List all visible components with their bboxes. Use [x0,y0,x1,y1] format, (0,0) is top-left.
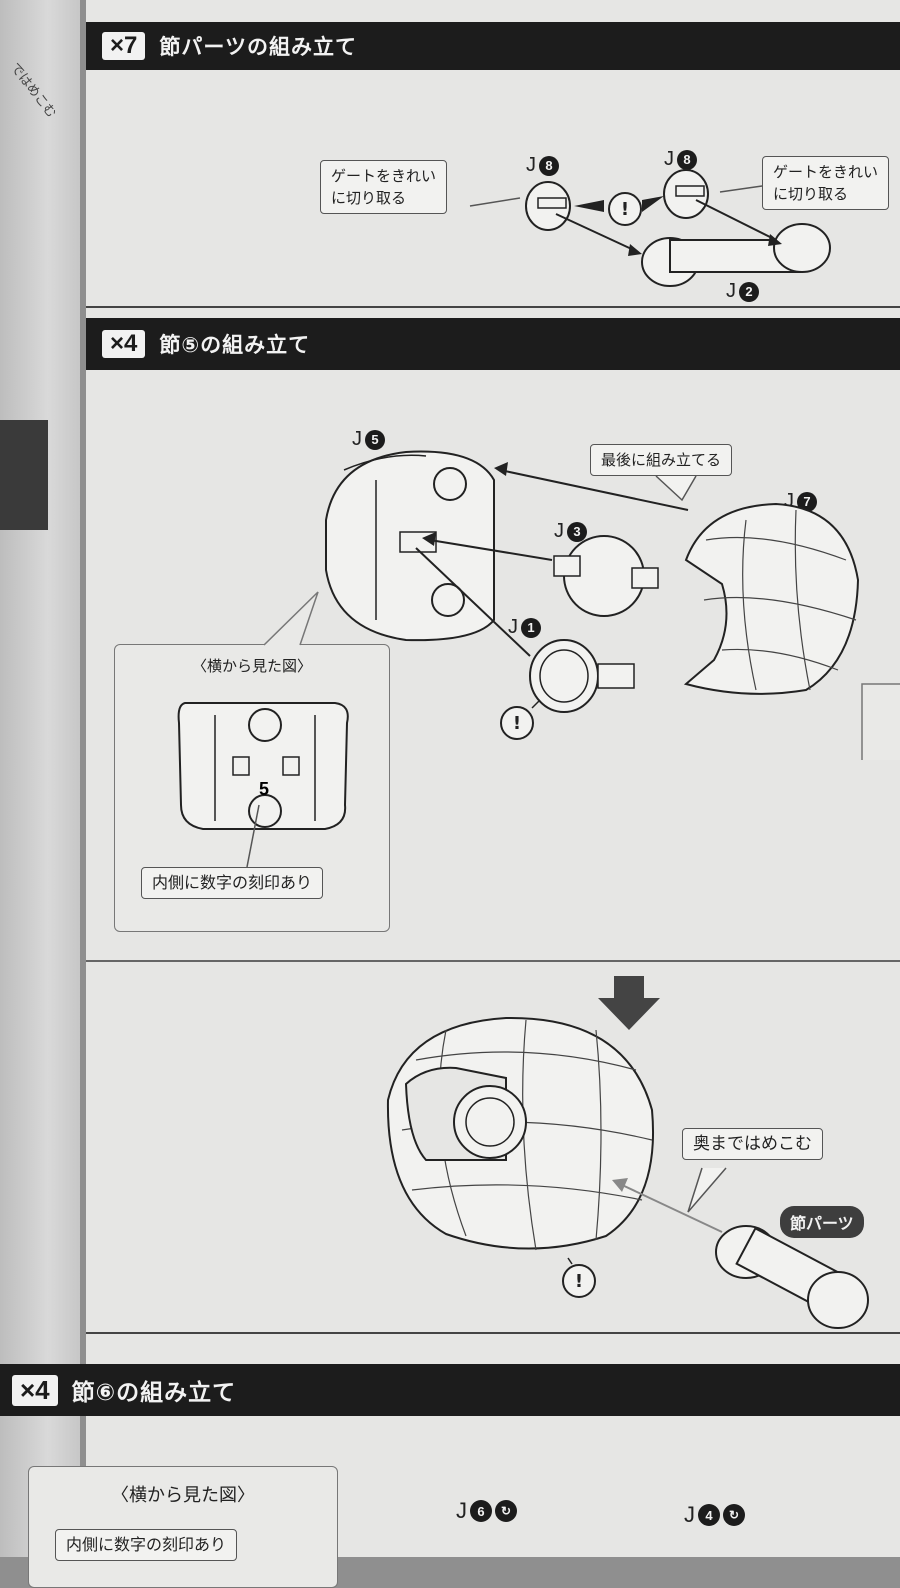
callout-number-stamp: 内側に数字の刻印あり [55,1529,238,1561]
quantity-badge: ×4 [102,330,146,358]
section-title: 節パーツの組み立て [159,35,357,59]
warning-icon: ! [608,192,642,226]
left-page-fragment: ではめこむ [7,60,59,121]
section-header-joint5: ×4 節⑤の組み立て [86,318,900,370]
joint-part-badge: 節パーツ [780,1206,864,1238]
section-header-joint-parts: ×7 節パーツの組み立て [86,22,900,70]
rotate-icon: ↻ [723,1504,745,1526]
inset-pointer [263,591,319,646]
section-divider [86,306,900,308]
quantity-badge: ×7 [102,32,146,60]
callout-cut-gate-right: ゲートをきれい に切り取る [762,156,890,210]
callout-number-stamp: 内側に数字の刻印あり [141,867,324,899]
side-view-number: 5 [259,779,269,799]
callout-cut-gate-left: ゲートをきれい に切り取る [320,160,448,214]
side-view-title: 〈横から見た図〉 [111,1485,255,1506]
section-header-joint6: ×4 節⑥の組み立て [0,1364,900,1416]
side-view-inset: 〈横から見た図〉 5 内側に数字の刻印あり [114,644,390,932]
callout-assemble-last: 最後に組み立てる [590,444,733,476]
joint5-parts-drawing [325,450,900,760]
warning-icon: ! [562,1264,596,1298]
section-title: 節⑤の組み立て [159,333,311,357]
joint-parts-drawing [469,169,831,287]
quantity-badge: ×4 [12,1374,58,1406]
section-divider [86,1332,900,1334]
section-divider [86,960,900,962]
side-view-drawing: 5 [177,702,349,868]
callout-push-in-fully: 奥まではめこむ [682,1128,823,1160]
section-title: 節⑥の組み立て [71,1380,237,1406]
rotate-icon: ↻ [495,1500,517,1522]
left-page-edge: ではめこむ [0,0,80,1557]
side-view-inset: 〈横から見た図〉 内側に数字の刻印あり [28,1466,338,1588]
step-down-arrow [598,976,660,1030]
left-page-bar [0,420,48,530]
side-view-title: 〈横から見た図〉 [191,657,312,675]
warning-icon: ! [500,706,534,740]
assembled-joint-drawing [386,1016,869,1329]
